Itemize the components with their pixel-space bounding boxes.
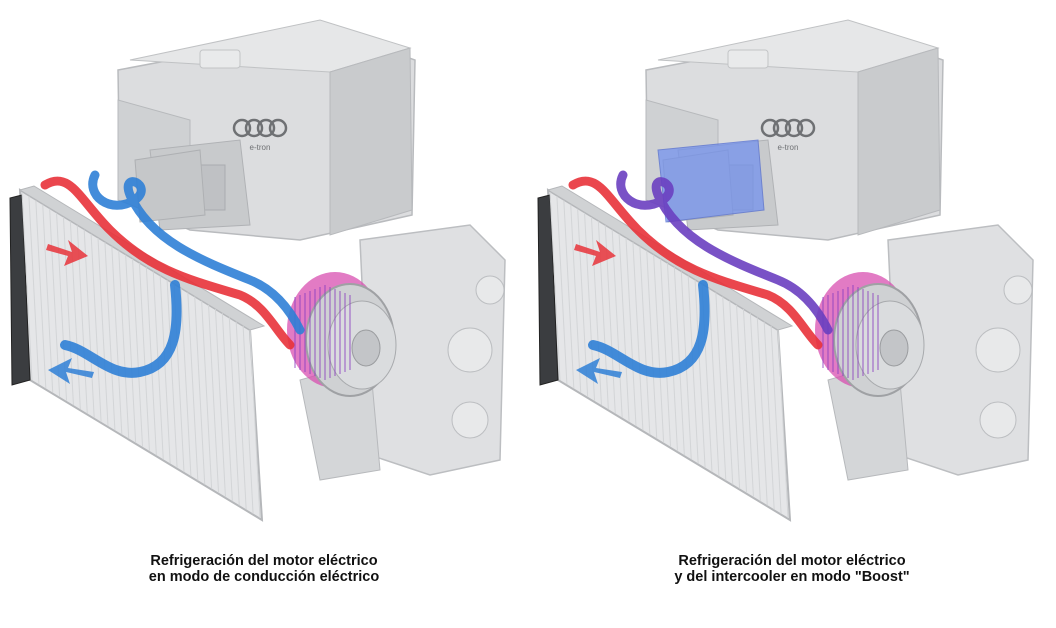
four-rings-logo: e-tron — [232, 118, 288, 152]
hot-flow-arrow — [46, 240, 88, 266]
transmission-housing — [827, 224, 1034, 481]
intercooler — [657, 139, 765, 223]
etron-badge: e-tron — [778, 143, 799, 152]
transmission-housing — [299, 224, 506, 481]
caption-line-2: en modo de conducción eléctrico — [148, 569, 380, 585]
panel-electric-mode: e-tron Refrigeración del motor eléctrico… — [0, 19, 528, 585]
radiator — [537, 185, 794, 522]
caption-boost-mode: Refrigeración del motor eléctrico y del … — [528, 553, 1056, 585]
cold-coolant-pipe — [60, 280, 182, 378]
coolant-pipes — [40, 170, 305, 378]
panel-boost-mode: e-tron Refrigeración del motor eléctrico… — [528, 0, 1056, 628]
hot-flow-arrow — [574, 240, 616, 266]
four-rings-logo: e-tron — [760, 118, 816, 152]
upper-coolant-pipe — [88, 170, 305, 335]
intercooler — [134, 149, 206, 223]
engine-cooling-illustration: e-tron — [537, 19, 1034, 522]
caption-line-1: Refrigeración del motor eléctrico — [150, 553, 378, 569]
hot-coolant-pipe — [568, 176, 823, 350]
coolant-pipes — [568, 170, 833, 378]
radiator — [9, 185, 266, 522]
cold-flow-arrow — [48, 358, 94, 384]
caption-line-1: Refrigeración del motor eléctrico — [678, 553, 906, 569]
hot-coolant-pipe — [40, 176, 295, 350]
cold-coolant-pipe — [588, 280, 710, 378]
caption-electric-mode: Refrigeración del motor eléctrico en mod… — [0, 553, 528, 585]
electric-motor — [287, 272, 397, 397]
engine-cooling-illustration: e-tron — [9, 19, 506, 522]
etron-badge: e-tron — [250, 143, 271, 152]
intercooler-highlight — [657, 139, 765, 223]
upper-coolant-pipe — [616, 170, 833, 335]
caption-line-2: y del intercooler en modo "Boost" — [674, 569, 910, 585]
cold-flow-arrow — [576, 358, 622, 384]
electric-motor — [815, 272, 925, 397]
